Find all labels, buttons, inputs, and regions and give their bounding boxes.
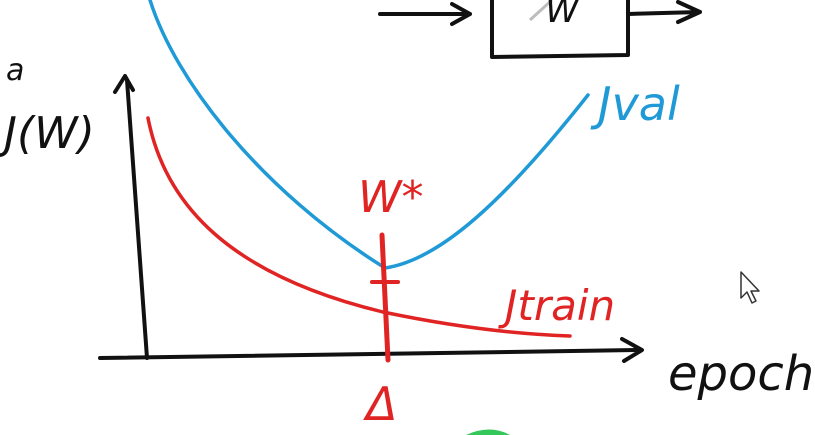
axes	[98, 74, 644, 363]
model-box-group: W	[378, 0, 702, 59]
x-axis	[98, 337, 644, 363]
model-box-strike	[528, 0, 554, 22]
optimum-label: W*	[358, 172, 424, 223]
training-curve-label: Jtrain	[498, 281, 615, 330]
optimum-line	[379, 232, 391, 363]
model-box	[490, 0, 630, 59]
validation-curve	[148, 0, 590, 270]
optimum-marker-group: W* Δ	[358, 172, 424, 431]
cursor-icon	[740, 271, 760, 304]
y-axis	[113, 74, 149, 360]
optimum-triangle: Δ	[363, 377, 397, 431]
validation-curve-label: Jval	[590, 77, 680, 131]
y-axis-label-top: a	[6, 53, 24, 88]
x-axis-label: epoch	[668, 346, 814, 402]
y-axis-label: J(W)	[0, 108, 95, 159]
model-input-arrow	[378, 2, 472, 26]
model-box-label: W	[545, 0, 580, 31]
model-output-arrow	[626, 0, 702, 24]
bottom-green-shape	[466, 429, 510, 435]
training-curve	[146, 116, 572, 338]
